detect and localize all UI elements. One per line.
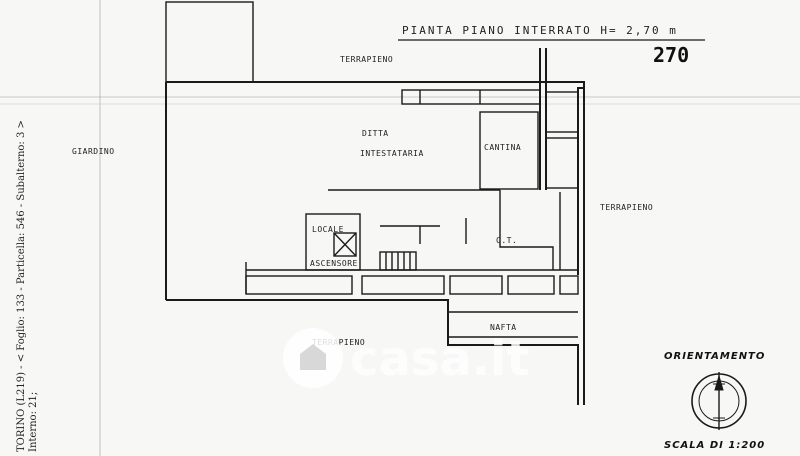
watermark: casa.it bbox=[283, 328, 529, 388]
label-ct: C.T. bbox=[496, 236, 517, 245]
label-nafta: NAFTA bbox=[490, 323, 517, 332]
label-terrapieno-top: TERRAPIENO bbox=[340, 55, 393, 64]
label-ascensore: ASCENSORE bbox=[310, 259, 358, 268]
label-ditta: DITTA bbox=[362, 129, 389, 138]
interior-walls bbox=[245, 89, 579, 338]
plan-title: PIANTA PIANO INTERRATO H= 2,70 m bbox=[402, 24, 678, 37]
scale-label: SCALA DI 1:200 bbox=[664, 440, 765, 451]
svg-text:casa.it: casa.it bbox=[350, 331, 529, 387]
label-intestataria: INTESTATARIA bbox=[360, 149, 424, 158]
compass-icon bbox=[691, 372, 747, 430]
orientamento-label: ORIENTAMENTO bbox=[664, 351, 765, 362]
label-giardino: GIARDINO bbox=[72, 147, 115, 156]
svg-text:TORINO (L219) - < Foglio: 133: TORINO (L219) - < Foglio: 133 - Particel… bbox=[16, 120, 27, 452]
label-locale: LOCALE bbox=[312, 225, 344, 234]
side-cadastral-text: TORINO (L219) - < Foglio: 133 - Particel… bbox=[16, 120, 39, 452]
svg-text:Interno: 21;: Interno: 21; bbox=[28, 392, 39, 452]
top-block bbox=[165, 1, 254, 83]
label-terrapieno-right: TERRAPIENO bbox=[600, 203, 653, 212]
label-cantina: CANTINA bbox=[484, 143, 521, 152]
height-note: 270 bbox=[653, 43, 689, 67]
